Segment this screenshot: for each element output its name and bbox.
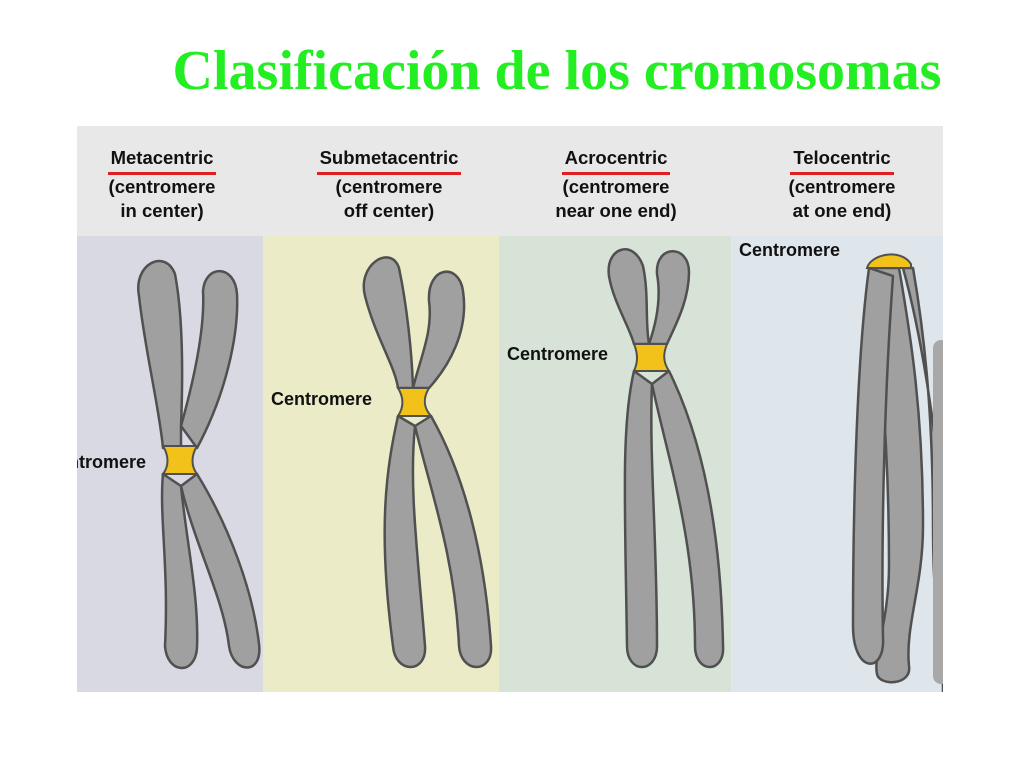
telocentric-centromere [865, 253, 912, 269]
acrocentric-centromere [632, 343, 671, 372]
type-name-telocentric: Telocentric [790, 146, 894, 175]
desc-telocentric-line1: (centromere [788, 176, 896, 197]
submetacentric-centromere [396, 387, 434, 417]
desc-metacentric-line2: in center) [120, 200, 204, 221]
submetacentric-chromosome [362, 256, 493, 669]
desc-telocentric-line2: at one end) [792, 200, 892, 221]
desc-metacentric-line1: (centromere [108, 176, 216, 197]
slide-title: Clasificación de los cromosomas [172, 40, 942, 102]
centromere-label-submetacentric: Centromere [271, 389, 373, 409]
chromosome-drawings [137, 248, 943, 692]
header-submetacentric: Submetacentric (centromere off center) [279, 146, 499, 223]
type-name-submetacentric: Submetacentric [316, 146, 462, 175]
centromere-label-metacentric: Centromere [77, 452, 147, 472]
type-name-metacentric: Metacentric [107, 146, 217, 175]
header-metacentric: Metacentric (centromere in center) [77, 146, 272, 223]
desc-submetacentric-line2: off center) [343, 200, 435, 221]
type-name-acrocentric: Acrocentric [561, 146, 671, 175]
header-acrocentric: Acrocentric (centromere near one end) [506, 146, 726, 223]
desc-submetacentric-line1: (centromere [335, 176, 443, 197]
right-edge-shape [933, 340, 943, 684]
chromosome-classification-figure: Metacentric (centromere in center) Subme… [77, 126, 943, 692]
header-telocentric: Telocentric (centromere at one end) [732, 146, 943, 223]
centromere-label-acrocentric: Centromere [507, 344, 609, 364]
metacentric-chromosome [137, 259, 261, 670]
centromere-label-telocentric: Centromere [739, 240, 841, 260]
header-band [77, 126, 943, 236]
acrocentric-chromosome [607, 248, 725, 669]
telocentric-chromosome [851, 266, 943, 692]
desc-acrocentric-line1: (centromere [562, 176, 670, 197]
metacentric-centromere [161, 445, 199, 475]
desc-acrocentric-line2: near one end) [555, 200, 677, 221]
